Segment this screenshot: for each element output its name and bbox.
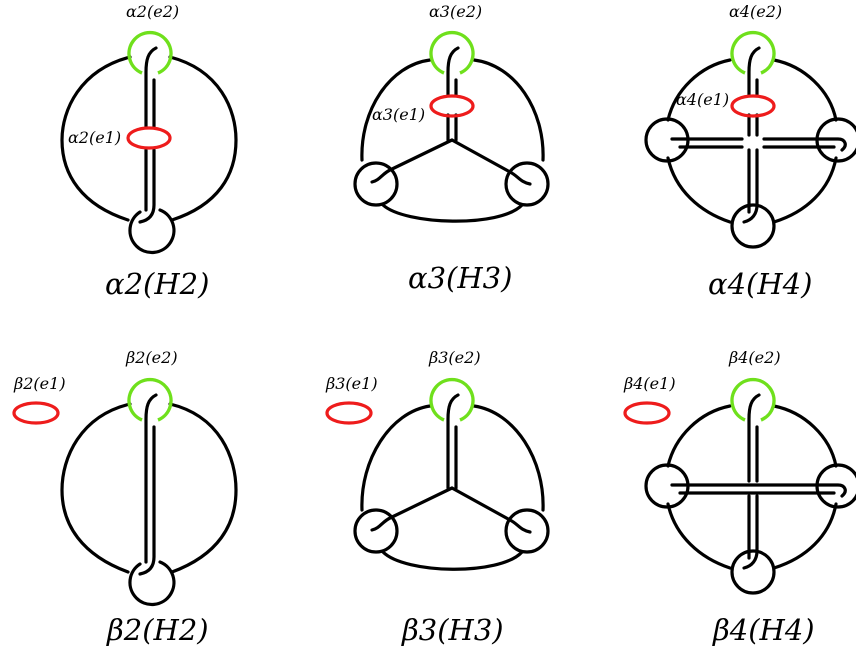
vertical-strand: [144, 46, 158, 212]
bottom-clasp-loop: [128, 208, 176, 255]
tripod-arm-left: [370, 486, 454, 532]
top-label: α3(e2): [429, 2, 482, 21]
panel-beta3: β3(e2) β3(e1) β3(H3): [325, 348, 550, 647]
top-label: α2(e2): [126, 2, 179, 21]
vertical-strand: [446, 393, 460, 490]
top-label: β4(e2): [728, 348, 781, 367]
outer-arc-bottomright: [772, 156, 838, 224]
left-clasp-loop: [644, 463, 690, 509]
vertical-strand: [747, 393, 761, 560]
red-meridian-loop: [730, 94, 776, 118]
left-clasp-loop: [353, 508, 399, 554]
right-clasp-loop: [504, 508, 550, 554]
outer-arc-right: [472, 58, 545, 162]
side-label: β2(e1): [13, 374, 66, 393]
bottom-clasp-loop: [730, 203, 776, 249]
top-label: β3(e2): [428, 348, 481, 367]
caption: β4(H4): [712, 613, 815, 647]
caption: α2(H2): [105, 267, 209, 301]
green-meridian-loop: [429, 30, 475, 75]
side-label: α2(e1): [68, 128, 121, 147]
right-clasp-loop: [815, 463, 856, 509]
outer-arc-right: [168, 402, 238, 574]
vertical-strand: [144, 393, 158, 564]
green-meridian-loop: [730, 30, 776, 75]
panel-alpha2: α2(e2) α2(e1) α2(H2): [60, 2, 238, 301]
tripod-arm-right: [450, 486, 532, 534]
green-meridian-loop: [127, 30, 173, 75]
bottom-clasp-loop: [128, 560, 176, 607]
red-meridian-loop: [12, 401, 60, 425]
panel-alpha3: α3(e2) α3(e1) α3(H3): [353, 2, 550, 295]
caption: β3(H3): [401, 613, 504, 647]
tripod-arm-right: [450, 138, 532, 186]
green-meridian-loop: [127, 377, 173, 422]
tripod-arm-left: [370, 138, 454, 184]
red-meridian-loop: [623, 401, 671, 425]
caption: β2(H2): [106, 613, 209, 647]
side-label: β4(e1): [623, 374, 676, 393]
red-meridian-loop: [325, 401, 373, 425]
vertical-strand-right: [138, 425, 156, 576]
outer-arc-topright: [772, 404, 838, 468]
outer-arc-left: [360, 58, 432, 162]
red-meridian-loop: [126, 126, 172, 150]
panel-beta4: β4(e2) β4(e1) β4(H4): [623, 348, 856, 647]
left-clasp-loop: [353, 161, 399, 207]
panel-alpha4: α4(e2) α4(e1) α4(H4): [644, 2, 856, 301]
outer-arc-bottomleft: [666, 156, 732, 224]
outer-arc-bottom: [381, 203, 524, 223]
horizontal-strand: [670, 137, 847, 152]
outer-arc-topright: [772, 58, 838, 122]
green-meridian-loop: [429, 377, 475, 422]
outer-arc-left: [360, 404, 432, 512]
outer-arc-topleft: [666, 404, 732, 468]
green-meridian-loop: [730, 377, 776, 422]
outer-arc-bottomleft: [666, 502, 732, 570]
right-clasp-loop: [504, 161, 550, 207]
caption: α4(H4): [708, 267, 812, 301]
outer-arc-left: [60, 55, 132, 222]
outer-arc-bottom: [381, 550, 524, 571]
horizontal-strand: [670, 483, 847, 498]
side-label: α3(e1): [372, 105, 425, 124]
outer-arc-topleft: [666, 58, 732, 122]
bottom-clasp-loop: [730, 549, 776, 595]
red-meridian-loop: [429, 94, 475, 118]
outer-arc-right: [168, 55, 238, 222]
top-label: β2(e2): [125, 348, 178, 367]
side-label: α4(e1): [676, 90, 729, 109]
caption: α3(H3): [408, 261, 512, 295]
outer-arc-right: [472, 404, 545, 512]
side-label: β3(e1): [325, 374, 378, 393]
vertical-strand-right: [138, 78, 156, 224]
outer-arc-bottomright: [772, 502, 838, 570]
left-clasp-loop: [644, 117, 690, 163]
right-clasp-loop: [815, 117, 856, 163]
outer-arc-left: [60, 402, 132, 574]
vertical-strand: [747, 46, 761, 214]
vertical-strand: [446, 46, 460, 142]
panel-beta2: β2(e2) β2(e1) β2(H2): [12, 348, 238, 647]
top-label: α4(e2): [729, 2, 782, 21]
